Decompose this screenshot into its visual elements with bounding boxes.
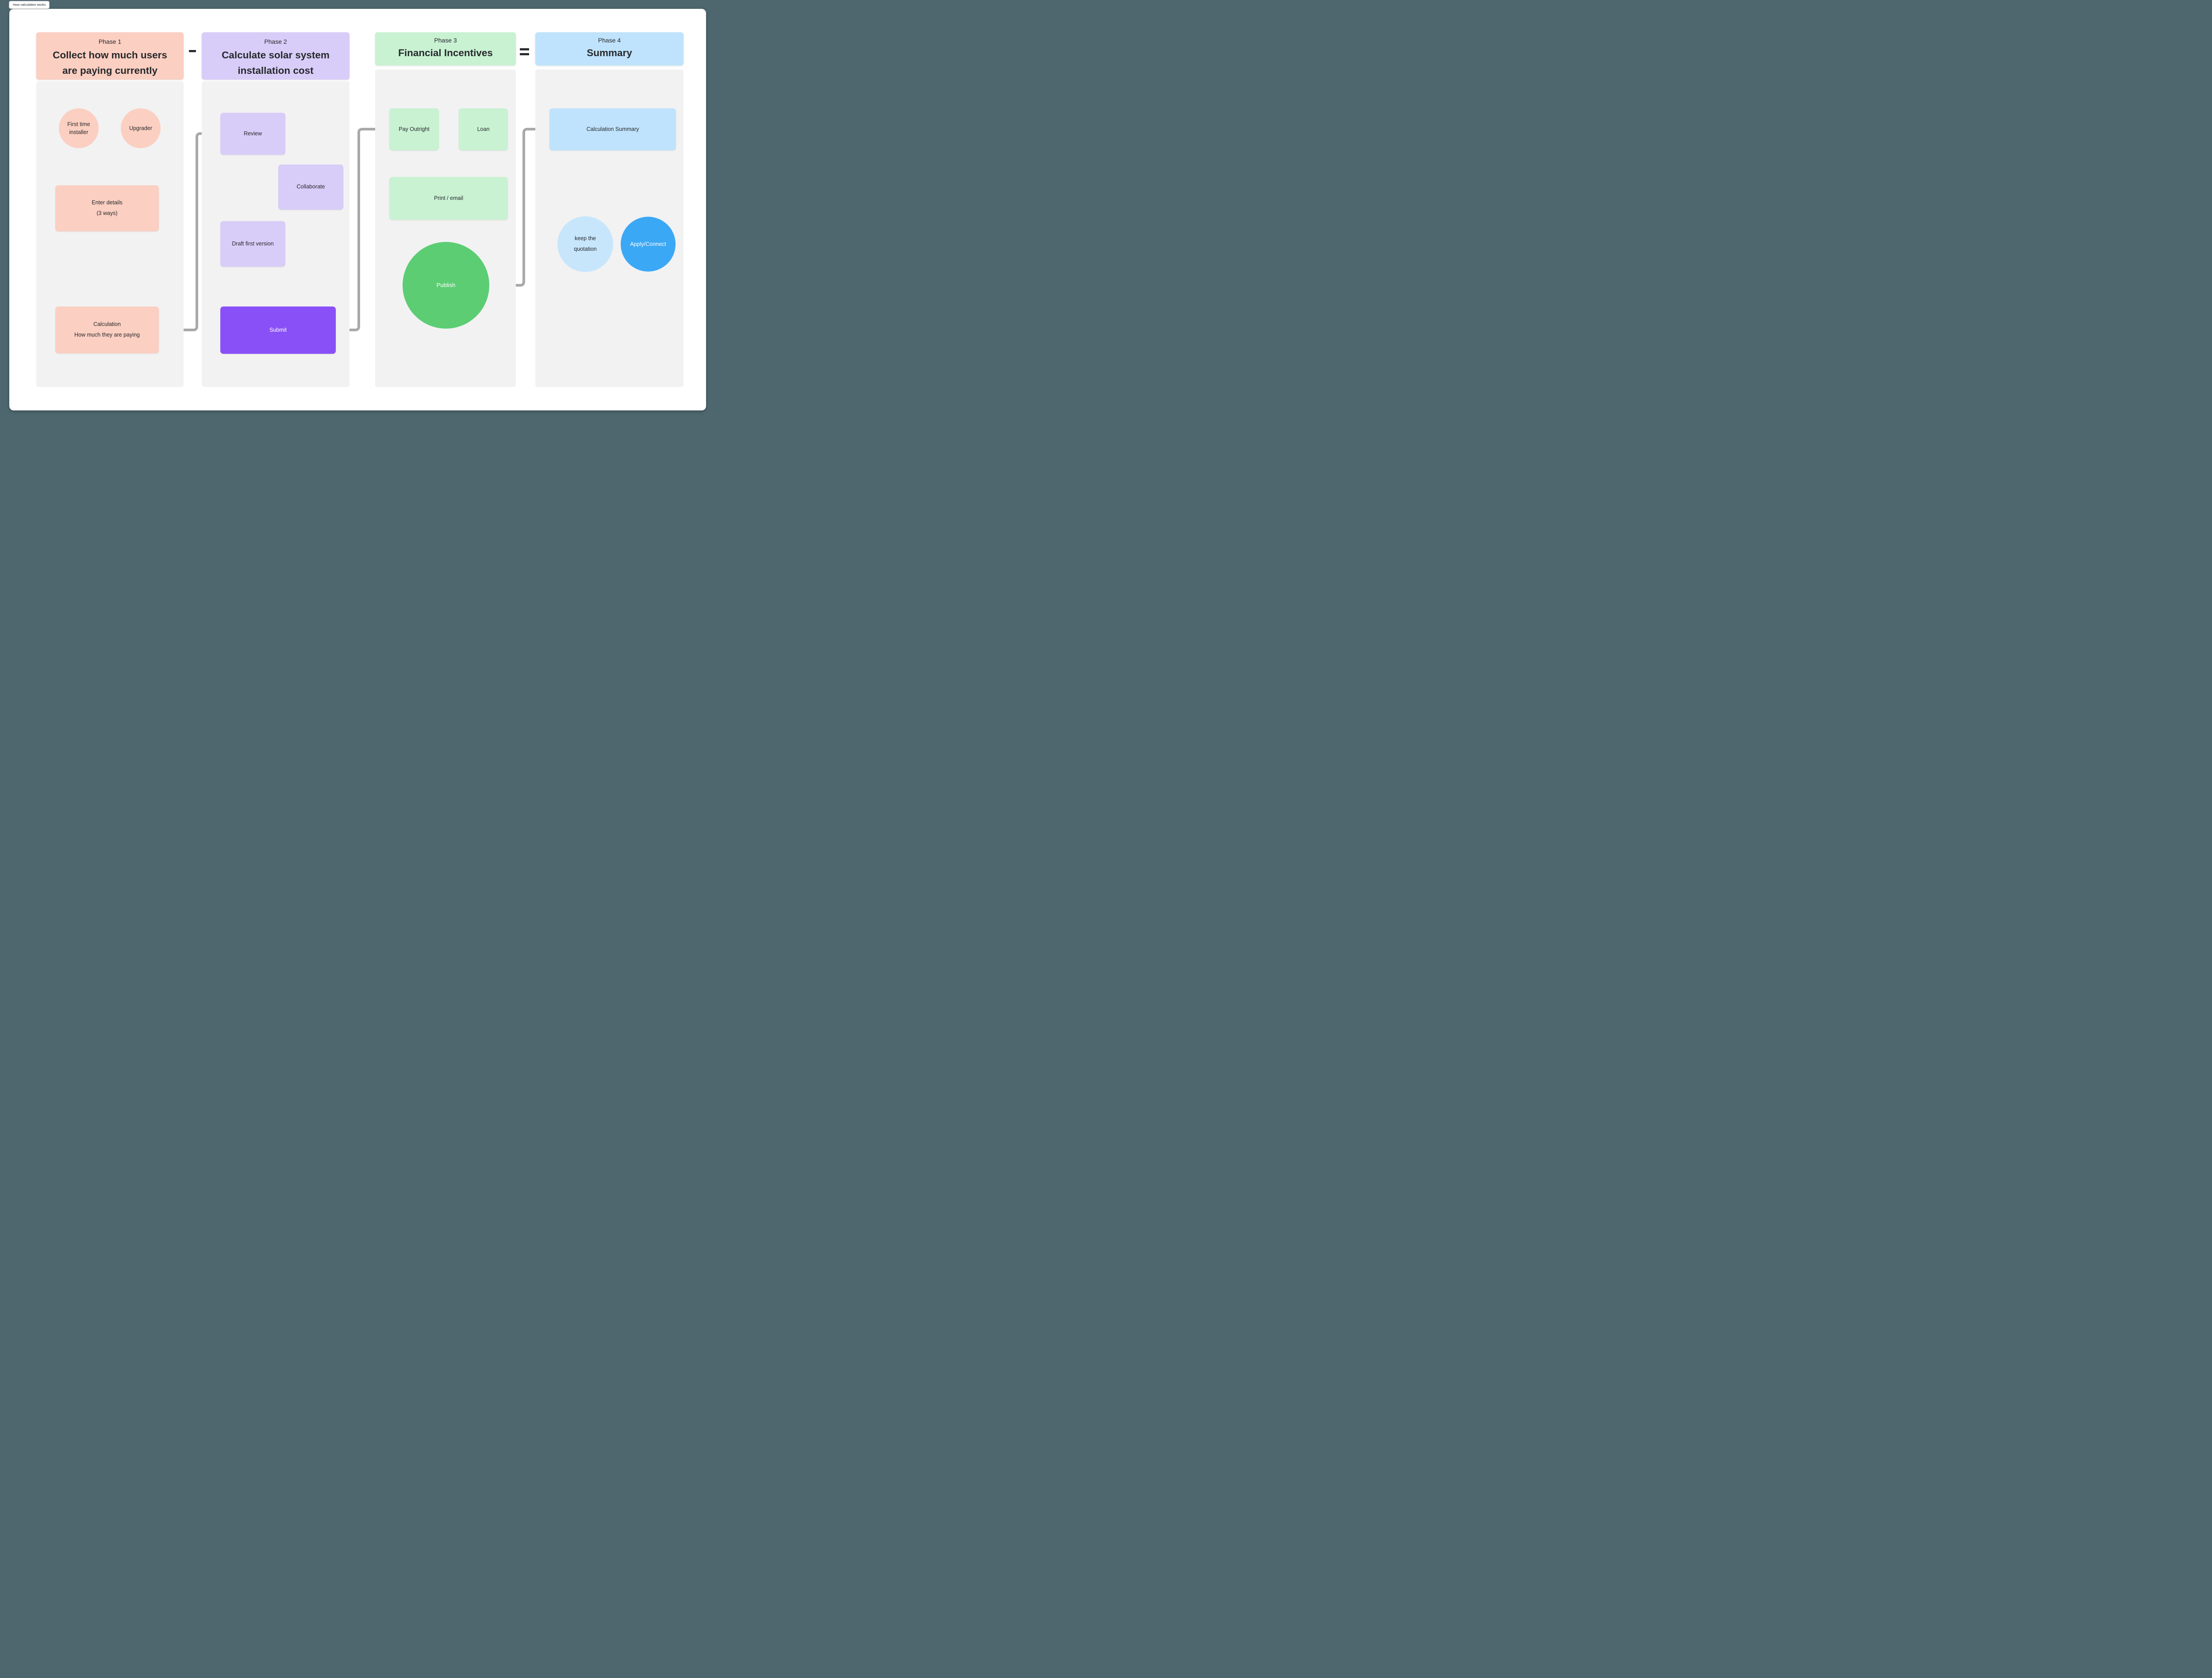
phase4-header[interactable]: Phase 4 Summary	[535, 32, 684, 65]
calculation-summary-node[interactable]: Calculation Summary	[549, 108, 676, 150]
loan-node[interactable]: Loan	[459, 108, 508, 150]
phase2-title: Calculate solar system installation cost	[222, 50, 330, 76]
enter-details-node[interactable]: Enter details (3 ways)	[55, 185, 159, 231]
enter-details-label: Enter details (3 ways)	[92, 199, 123, 216]
collaborate-label: Collaborate	[296, 184, 325, 190]
phase1-title: Collect how much users are paying curren…	[53, 50, 167, 76]
keep-quotation-node[interactable]: keep the quotation	[557, 216, 613, 272]
draft-first-version-label: Draft first version	[232, 240, 274, 247]
first-time-installer-label: First time installer	[67, 121, 90, 135]
phase3-title: Financial Incentives	[398, 47, 493, 58]
tab-label: How calculation works	[13, 3, 46, 7]
review-label: Review	[244, 130, 262, 137]
review-node[interactable]: Review	[220, 113, 285, 155]
keep-quotation-label: keep the quotation	[574, 235, 597, 252]
loan-label: Loan	[477, 126, 490, 132]
publish-node[interactable]: Publish	[403, 242, 489, 329]
submit-node[interactable]: Submit	[220, 306, 336, 354]
whiteboard-canvas[interactable]: Phase 1 Collect how much users are payin…	[9, 9, 706, 410]
calculation-label: Calculation How much they are paying	[74, 321, 140, 338]
apply-connect-label: Apply/Connect	[630, 241, 666, 247]
print-email-node[interactable]: Print / email	[389, 177, 508, 220]
upgrader-label: Upgrader	[129, 125, 153, 131]
pay-outright-label: Pay Outright	[399, 126, 430, 132]
phase1-label: Phase 1	[98, 38, 122, 45]
equals-operator	[520, 48, 529, 55]
phase3-header[interactable]: Phase 3 Financial Incentives	[375, 32, 516, 65]
phase4-label: Phase 4	[598, 37, 621, 44]
pay-outright-node[interactable]: Pay Outright	[389, 108, 439, 150]
draft-first-version-node[interactable]: Draft first version	[220, 221, 285, 267]
phase2-label: Phase 2	[264, 38, 287, 45]
calculation-summary-label: Calculation Summary	[586, 126, 639, 132]
phase4-title: Summary	[587, 47, 632, 58]
collaborate-node[interactable]: Collaborate	[278, 165, 343, 210]
how-calculation-works-tab[interactable]: How calculation works	[9, 1, 50, 9]
print-email-label: Print / email	[434, 195, 463, 201]
phase1-header[interactable]: Phase 1 Collect how much users are payin…	[36, 32, 184, 80]
minus-operator	[189, 50, 196, 52]
submit-label: Submit	[269, 326, 287, 333]
upgrader-node[interactable]: Upgrader	[121, 108, 161, 148]
publish-label: Publish	[436, 281, 456, 288]
phase2-header[interactable]: Phase 2 Calculate solar system installat…	[202, 32, 349, 80]
first-time-installer-node[interactable]: First time installer	[59, 108, 99, 148]
app-window: How calculation works	[0, 0, 713, 420]
phase3-label: Phase 3	[434, 37, 457, 44]
calculation-node[interactable]: Calculation How much they are paying	[55, 306, 159, 353]
apply-connect-node[interactable]: Apply/Connect	[621, 217, 676, 272]
